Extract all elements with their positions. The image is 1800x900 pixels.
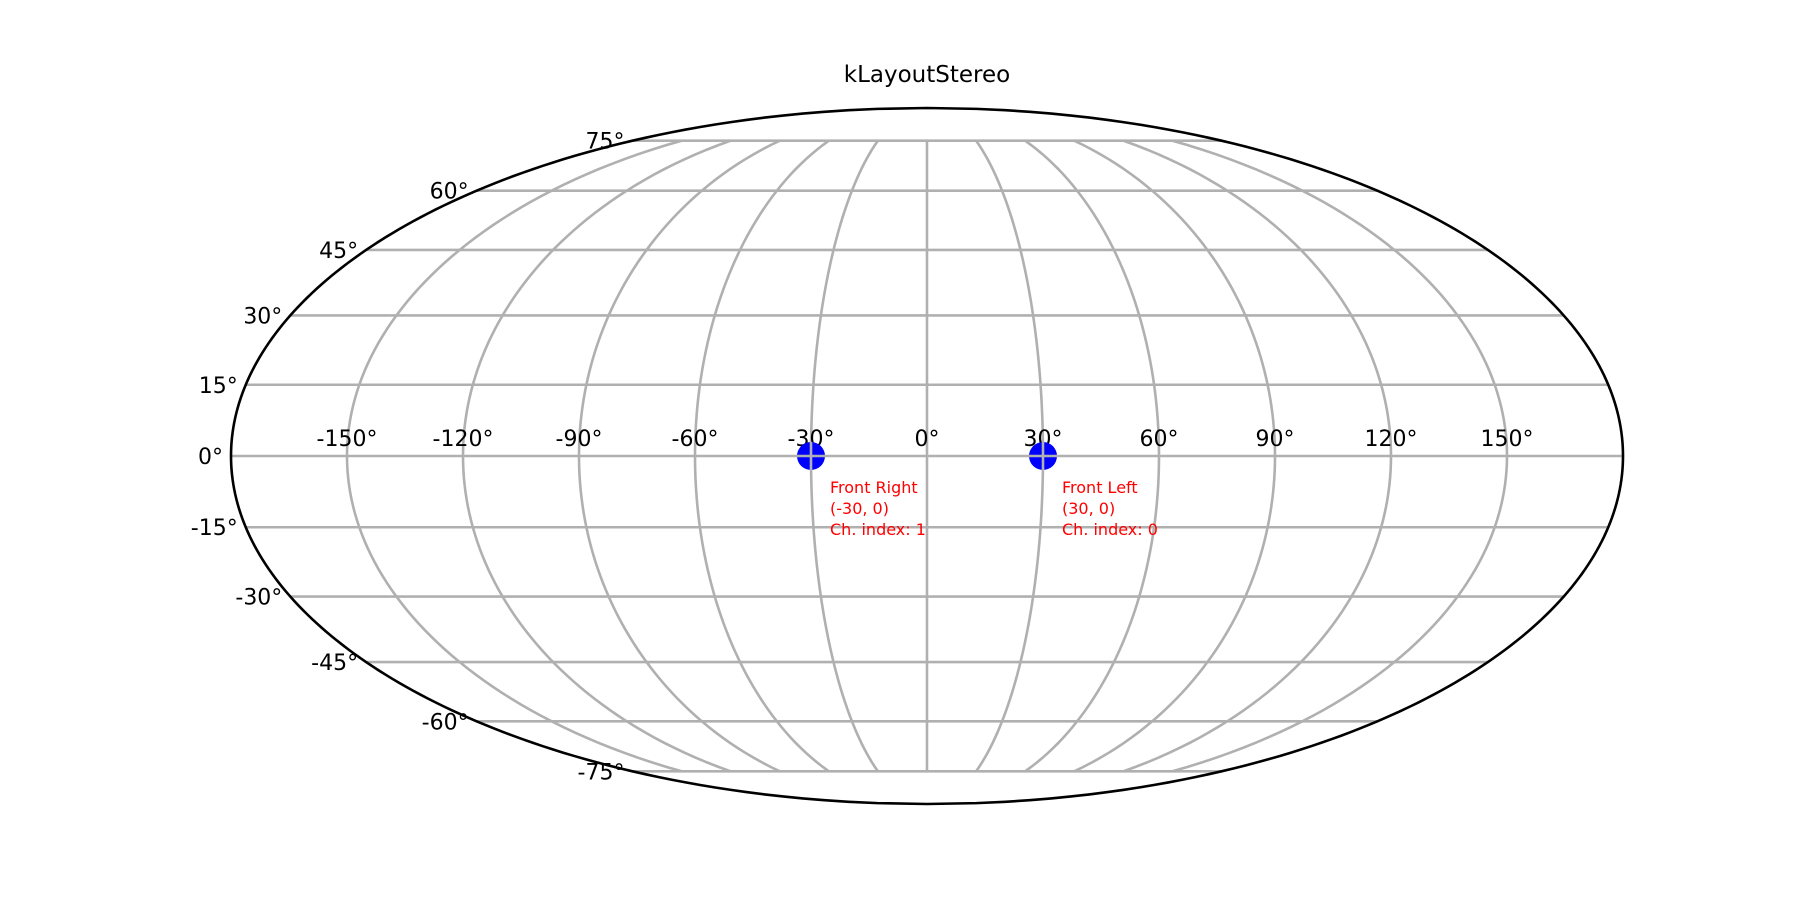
lon-tick-label: -150° xyxy=(317,427,378,452)
lat-tick-label: 60° xyxy=(430,180,469,205)
map-outline xyxy=(229,106,1625,806)
meridian-line xyxy=(461,139,732,773)
meridian-line xyxy=(577,139,781,773)
lon-tick-label: 90° xyxy=(1256,427,1295,452)
channel-annotation-line: Ch. index: 0 xyxy=(1062,520,1158,539)
lon-tick-label: -60° xyxy=(672,427,719,452)
channel-annotation-line: (-30, 0) xyxy=(830,499,889,518)
channel-annotation-line: Front Left xyxy=(1062,478,1138,497)
lat-tick-label: 75° xyxy=(585,130,624,155)
meridian-line xyxy=(1122,139,1393,773)
lon-tick-label: -90° xyxy=(556,427,603,452)
lon-tick-label: -120° xyxy=(433,427,494,452)
meridian-line xyxy=(1172,139,1509,773)
longitude-tick-labels: -150°-120°-90°-60°-30°0°30°60°90°120°150… xyxy=(317,427,1534,452)
channel-annotation-line: Front Right xyxy=(830,478,918,497)
lat-tick-label: 30° xyxy=(243,304,282,329)
chart-title: kLayoutStereo xyxy=(844,62,1010,88)
channel-annotation-line: (30, 0) xyxy=(1062,499,1115,518)
lat-tick-label: 0° xyxy=(198,445,223,470)
lat-tick-label: -75° xyxy=(578,760,625,785)
lon-tick-label: 120° xyxy=(1365,427,1418,452)
lat-tick-label: 45° xyxy=(319,239,358,264)
lat-tick-label: -60° xyxy=(422,710,469,735)
lat-tick-label: 15° xyxy=(199,374,238,399)
channel-annotation-line: Ch. index: 1 xyxy=(830,520,926,539)
graticule xyxy=(231,139,1623,773)
channel-points xyxy=(797,442,1057,470)
latitude-tick-labels: 75° 60° 45° 30° 15° 0° -15° -30° -45° -60° -75° xyxy=(191,130,625,786)
lon-tick-label: 150° xyxy=(1481,427,1534,452)
meridian-line xyxy=(345,139,682,773)
lon-tick-label: 0° xyxy=(915,427,940,452)
lon-tick-label: 60° xyxy=(1140,427,1179,452)
lat-tick-label: -45° xyxy=(311,651,358,676)
channel-annotations: Front Right (-30, 0) Ch. index: 1 Front Lef… xyxy=(830,478,1158,539)
meridian-line xyxy=(1073,139,1277,773)
lat-tick-label: -30° xyxy=(235,586,282,611)
lat-tick-label: -15° xyxy=(191,516,238,541)
meridian-line xyxy=(693,139,830,773)
meridian-line xyxy=(1024,139,1161,773)
